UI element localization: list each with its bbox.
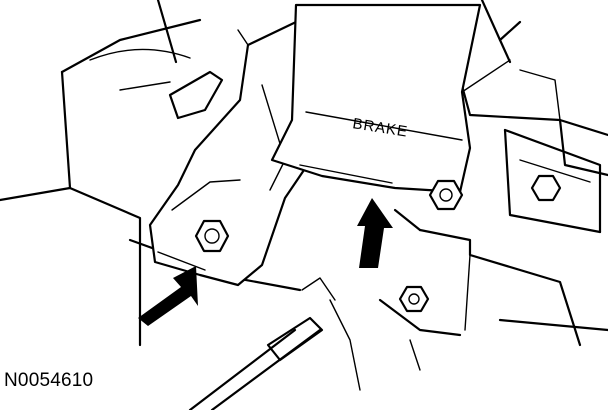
bolt-main bbox=[194, 219, 230, 253]
bolt-lower bbox=[398, 285, 430, 313]
brake-bracket: BRAKE bbox=[270, 3, 511, 194]
callout-arrow-right bbox=[357, 198, 393, 268]
figure-id-label: N0054610 bbox=[4, 370, 94, 391]
bolt-right-edge bbox=[530, 174, 562, 202]
callout-arrow-left bbox=[138, 266, 198, 326]
bolt-upper-right bbox=[428, 179, 464, 211]
background-housing bbox=[0, 0, 608, 391]
linkage-rods bbox=[188, 277, 336, 410]
